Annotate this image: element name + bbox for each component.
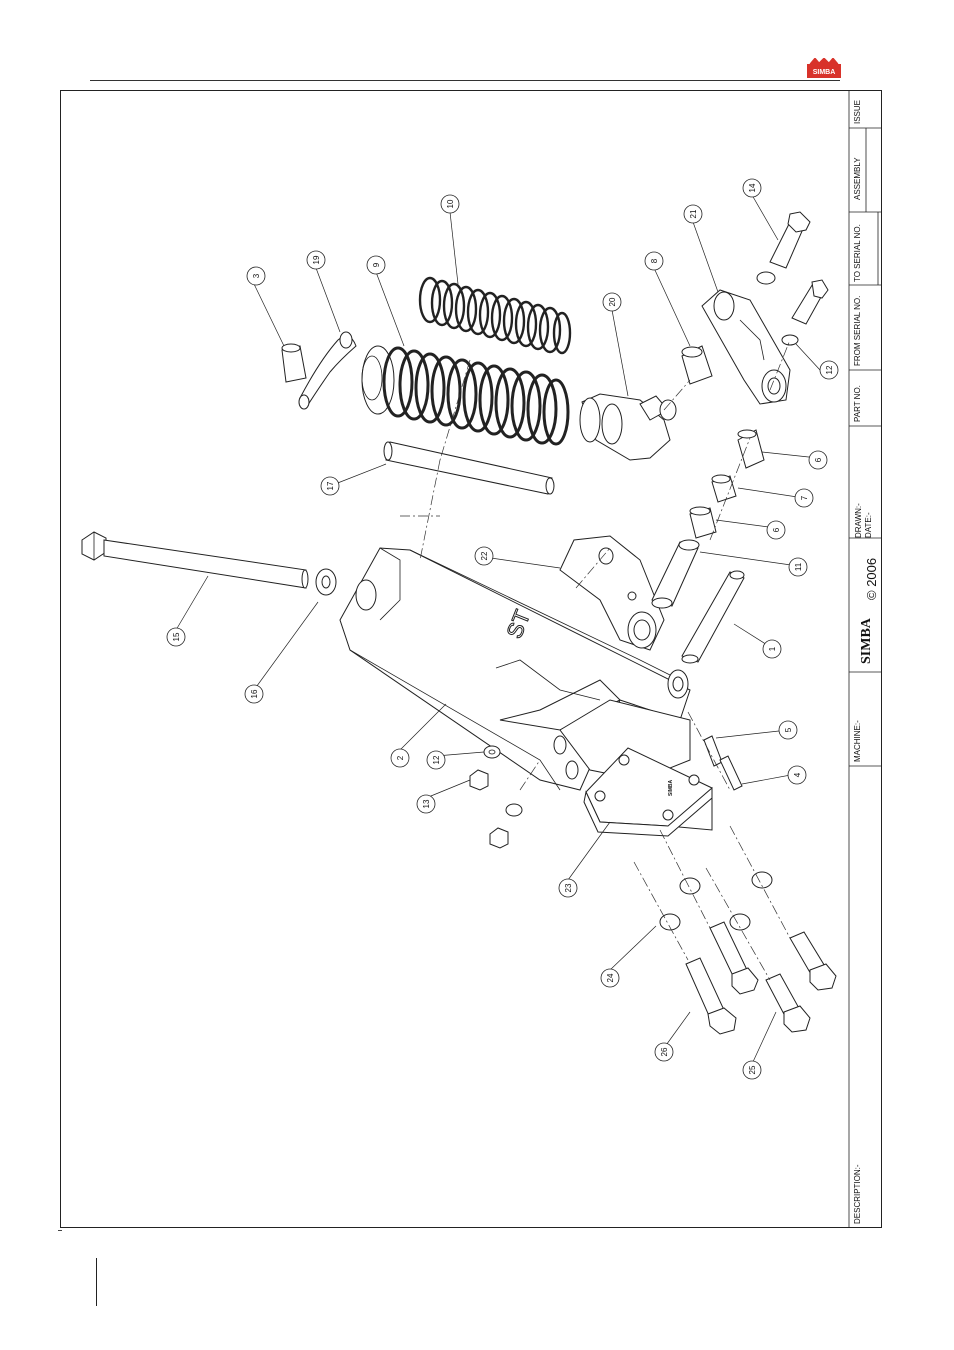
plate-stamp: SIMBA: [668, 780, 674, 797]
callout-26: 26: [660, 1047, 669, 1056]
part-25-bolt: [766, 974, 810, 1032]
callout-16: 16: [250, 689, 259, 698]
callout-10: 10: [446, 199, 455, 208]
callout-11: 11: [794, 562, 803, 571]
callout-21: 21: [689, 209, 698, 218]
callout-13: 13: [422, 799, 431, 808]
machine-label: MACHINE:-: [853, 720, 862, 762]
callout-3: 3: [252, 273, 261, 278]
callout-12: 12: [432, 755, 441, 764]
part-6-bush-upper: [738, 430, 764, 468]
part-10-small-spring: [420, 278, 570, 353]
part-17-pin: [384, 442, 554, 494]
copyright-label: © 2006: [864, 558, 879, 600]
callout-7: 7: [800, 495, 809, 500]
part-7-bush: [712, 475, 736, 502]
to-serial-label: TO SERIAL NO.: [853, 224, 862, 282]
description-label: DESCRIPTION:-: [853, 1164, 862, 1224]
callout-5: 5: [784, 727, 793, 732]
part-1-shaft: [682, 571, 744, 663]
brand-label: SIMBA: [859, 617, 874, 664]
callout-8: 8: [650, 258, 659, 263]
callout-19: 19: [312, 255, 321, 264]
part-596-pin-597-pin: [704, 736, 742, 790]
part-14-bolt: [757, 212, 828, 345]
callout-20: 20: [608, 297, 617, 306]
callout-22: 22: [480, 551, 489, 560]
callout-24: 24: [606, 973, 615, 982]
callout-6: 6: [814, 457, 823, 462]
part-19-clamp: [299, 332, 356, 409]
part-3-bush: [282, 344, 306, 382]
part-24-washer: [660, 872, 772, 930]
callout-2: 2: [396, 755, 405, 760]
callout-9: 9: [372, 262, 381, 267]
part-6-bush-lower: [690, 507, 716, 538]
callout-6: 6: [772, 527, 781, 532]
part-13-nut: [470, 770, 488, 790]
part-8-bush: [682, 346, 712, 384]
part-15-long-bolt: [82, 532, 308, 588]
assembly-label: ASSEMBLY: [853, 157, 862, 200]
callout-17: 17: [326, 481, 335, 490]
part-16-washer: [316, 569, 336, 595]
callout-14: 14: [748, 183, 757, 192]
callout-1: 1: [768, 646, 777, 651]
issue-label: ISSUE: [853, 100, 862, 124]
part-11-sleeve: [652, 540, 699, 608]
part-no-label: PART NO.: [853, 385, 862, 422]
part-washer-lower: [490, 804, 522, 848]
callout-23: 23: [564, 883, 573, 892]
callout-25: 25: [748, 1065, 757, 1074]
title-block: ISSUE ASSEMBLY TO SERIAL NO. FROM SERIAL…: [849, 90, 882, 1228]
part-9-large-spring: [362, 346, 568, 444]
date-label: DATE:-: [864, 512, 873, 538]
part-12-washer-left: [484, 746, 500, 758]
part-21-link: [702, 290, 790, 404]
from-serial-label: FROM SERIAL NO.: [853, 296, 862, 366]
callout-12: 12: [825, 365, 834, 374]
callout-4: 4: [793, 772, 802, 777]
part-26-bolt: [686, 958, 736, 1034]
callout-15: 15: [172, 632, 181, 641]
part-20-fork: [580, 394, 676, 460]
drawn-label: DRAWN:-: [854, 503, 863, 538]
